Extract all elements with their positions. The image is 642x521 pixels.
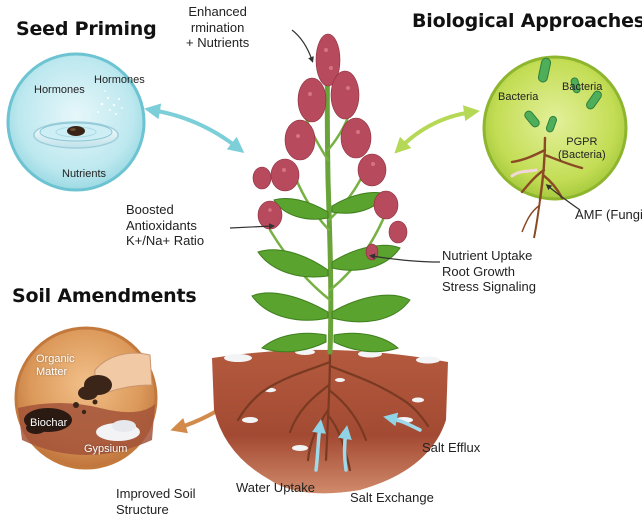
seed-label-hormones-2: Hormones xyxy=(94,74,145,87)
nutrient-uptake-label: Nutrient Uptake Root Growth Stress Signa… xyxy=(442,248,536,295)
bio-label-pgpr: PGPR (Bacteria) xyxy=(558,136,606,161)
quinoa-plant xyxy=(252,34,410,352)
soil-label-matter: Matter xyxy=(36,366,75,379)
soil-label-biochar: Biochar xyxy=(30,417,67,430)
boosted-line-3: K+/Na+ Ratio xyxy=(126,233,204,249)
soil-label-organic-matter: Organic Matter xyxy=(36,353,75,378)
enhanced-line-1: Enhanced xyxy=(186,4,249,20)
soil-cross-section xyxy=(212,349,448,493)
nutrient-line-3: Stress Signaling xyxy=(442,279,536,295)
salt-efflux-label: Salt Efflux xyxy=(422,440,480,456)
seed-label-hormones-1: Hormones xyxy=(34,84,85,97)
enhanced-line-3: + Nutrients xyxy=(186,35,249,51)
seed-priming-title: Seed Priming xyxy=(16,18,157,40)
nutrient-line-1: Nutrient Uptake xyxy=(442,248,536,264)
improved-soil-structure-label: Improved Soil Structure xyxy=(116,486,195,517)
soil-amendments-title: Soil Amendments xyxy=(12,285,197,307)
improved-soil-line-1: Improved Soil xyxy=(116,486,195,502)
bio-label-pgpr-line-1: PGPR xyxy=(558,136,606,149)
enhanced-germination-label: Enhanced rmination + Nutrients xyxy=(186,4,249,51)
salt-exchange-label: Salt Exchange xyxy=(350,490,434,506)
bio-label-pgpr-line-2: (Bacteria) xyxy=(558,149,606,162)
boosted-line-1: Boosted xyxy=(126,202,204,218)
bio-label-bacteria-1: Bacteria xyxy=(498,91,538,104)
amf-fungi-label: AMF (Fungi) xyxy=(575,207,642,223)
biological-approaches-title: Biological Approaches xyxy=(412,10,642,32)
water-uptake-label: Water Uptake xyxy=(236,480,315,496)
soil-label-gypsium: Gypsium xyxy=(84,443,127,456)
boosted-antioxidants-label: Boosted Antioxidants K+/Na+ Ratio xyxy=(126,202,204,249)
bio-label-bacteria-2: Bacteria xyxy=(562,81,602,94)
nutrient-line-2: Root Growth xyxy=(442,264,536,280)
soil-label-organic: Organic xyxy=(36,353,75,366)
seed-label-nutrients: Nutrients xyxy=(62,168,106,181)
improved-soil-line-2: Structure xyxy=(116,502,195,518)
boosted-line-2: Antioxidants xyxy=(126,218,204,234)
enhanced-line-2: rmination xyxy=(186,20,249,36)
